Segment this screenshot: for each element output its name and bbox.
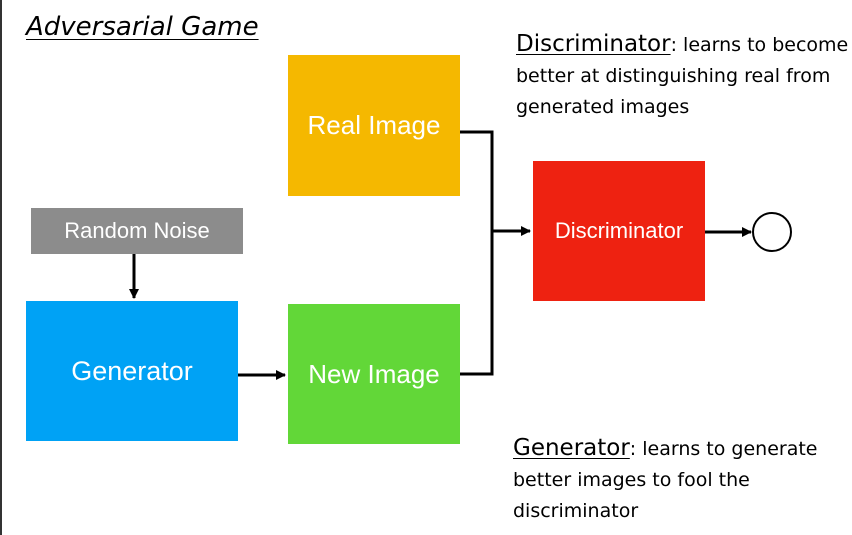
discriminator-note-line-3: generated images (516, 96, 690, 118)
new-image-box: New Image (288, 304, 460, 444)
discriminator-note: Discriminator: learns to become better a… (516, 29, 848, 123)
discriminator-note-line-2: better at distinguishing real from (516, 65, 831, 87)
generator-note-text-1: : learns to generate (629, 438, 818, 460)
discriminator-note-line-1: Discriminator: learns to become (516, 29, 848, 61)
generator-note-line-1: Generator: learns to generate (513, 433, 818, 465)
discriminator-note-text-1: : learns to become (670, 34, 849, 56)
discriminator-note-heading: Discriminator (516, 31, 671, 57)
left-border (0, 0, 2, 535)
connector-real-image (460, 130, 494, 231)
generator-box: Generator (26, 301, 238, 441)
discriminator-box: Discriminator (533, 161, 705, 301)
real-image-box: Real Image (288, 55, 460, 196)
random-noise-box: Random Noise (31, 208, 243, 254)
connector-new-image (460, 231, 494, 376)
generator-note-line-3: discriminator (513, 500, 639, 522)
diagram-title: Adversarial Game (26, 12, 259, 42)
generator-note-heading: Generator (513, 435, 630, 461)
generator-note-line-2: better images to fool the (513, 469, 750, 491)
output-circle (752, 212, 792, 252)
generator-note: Generator: learns to generate better ima… (513, 433, 818, 527)
